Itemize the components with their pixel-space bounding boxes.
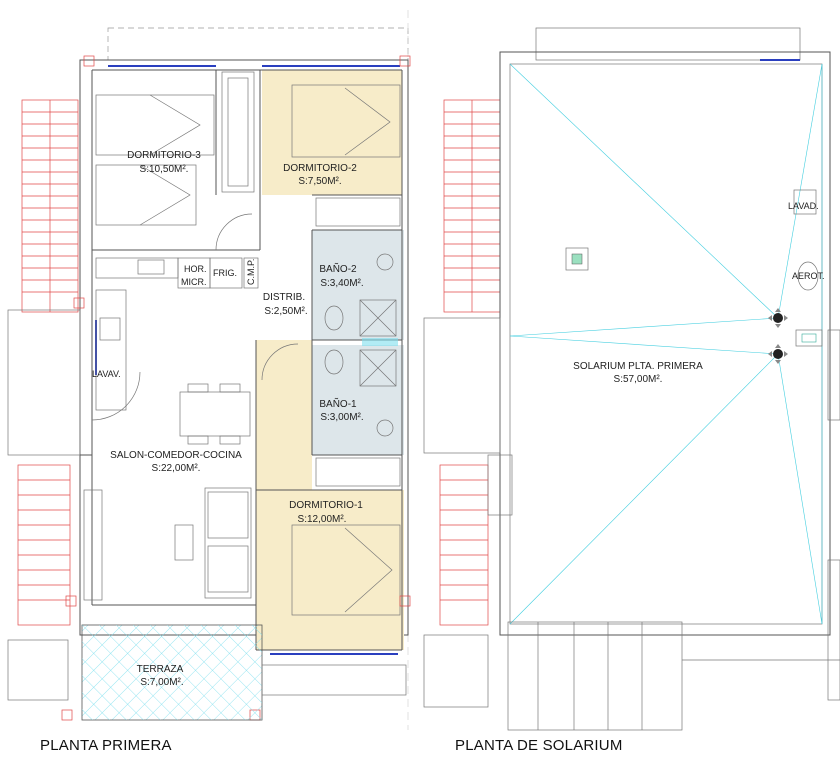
caption-planta-solarium: PLANTA DE SOLARIUM (455, 737, 623, 754)
distrib-name: DISTRIB. (263, 292, 305, 303)
dormitorio1-name: DORMITORIO-1 (289, 500, 363, 511)
micr-label: MICR. (181, 277, 207, 287)
dormitorio1-area: S:12,00M². (298, 514, 347, 525)
terraza-area-label: S:7,00M². (140, 677, 183, 688)
caption-planta-primera: PLANTA PRIMERA (40, 737, 172, 754)
lavav-label: LAVAV. (92, 369, 121, 379)
dormitorio2-area: S:7,50M². (298, 176, 341, 187)
dormitorio3-name: DORMITORIO-3 (127, 150, 201, 161)
solarium-outline (499, 51, 831, 636)
dormitorio2-fill (262, 70, 402, 195)
dormitorio1-fill (256, 490, 404, 650)
bano1-area: S:3,00M². (320, 412, 363, 423)
solarium-name: SOLARIUM PLTA. PRIMERA (573, 361, 703, 372)
aerot-label: AEROT. (792, 271, 825, 281)
bano2-area: S:3,40M². (320, 278, 363, 289)
bano2-name: BAÑO-2 (319, 262, 357, 275)
bano2-fill (312, 230, 404, 340)
bano1-name: BAÑO-1 (319, 397, 357, 410)
terraza-name: TERRAZA (137, 664, 184, 675)
stair-left-lower (7, 464, 71, 701)
lavad-label: LAVAD. (788, 201, 819, 211)
planta-solarium: SOLARIUM PLTA. PRIMERA S:57,00M². LAVAD.… (423, 27, 840, 754)
solarium-area: S:57,00M². (614, 374, 663, 385)
roof-drain-icon (768, 344, 788, 364)
salon-name: SALON-COMEDOR-COCINA (110, 450, 242, 461)
planta-primera: DORMITORIO-3 S:10,50M². DORMITORIO-2 S:7… (7, 10, 411, 754)
distrib-area: S:2,50M². (264, 306, 307, 317)
stair-left-upper (21, 99, 79, 313)
roof-drain-icon (768, 308, 788, 328)
cmp-label: C.M.P. (246, 259, 256, 285)
dormitorio2-name: DORMITORIO-2 (283, 163, 357, 174)
bano1-fill (312, 345, 404, 455)
dormitorio3-area: S:10,50M². (140, 164, 189, 175)
upper-projection-outline (107, 27, 409, 61)
hor-label: HOR. (184, 264, 207, 274)
salon-area: S:22,00M². (152, 463, 201, 474)
frig-label: FRIG. (213, 268, 237, 278)
